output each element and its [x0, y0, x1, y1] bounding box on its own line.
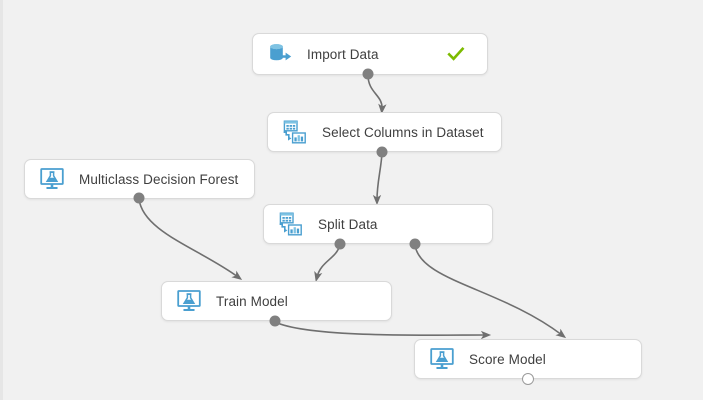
connection-edge[interactable]: [314, 244, 341, 282]
node-output-port[interactable]: [522, 373, 534, 385]
connection-edge[interactable]: [367, 74, 387, 115]
node-label: Multiclass Decision Forest: [79, 171, 239, 187]
table-columns-select-icon: [279, 212, 302, 236]
node-split-data[interactable]: Split Data: [263, 204, 493, 244]
node-output-port[interactable]: [334, 238, 346, 250]
node-output-port[interactable]: [269, 315, 281, 327]
model-monitor-flask-icon: [430, 348, 454, 369]
node-label: Split Data: [318, 216, 378, 232]
node-label: Score Model: [469, 351, 546, 367]
model-monitor-flask-icon: [40, 168, 64, 189]
canvas-left-edge: [0, 0, 3, 400]
green-check-icon: [447, 46, 465, 61]
model-monitor-flask-icon: [177, 290, 201, 311]
connection-edge[interactable]: [274, 321, 492, 340]
connection-edge[interactable]: [414, 244, 567, 339]
node-output-port[interactable]: [362, 68, 374, 80]
node-label: Import Data: [307, 46, 379, 62]
node-output-port[interactable]: [409, 238, 421, 250]
node-train-model[interactable]: Train Model: [161, 281, 392, 321]
node-output-port[interactable]: [376, 146, 388, 158]
database-export-icon: [270, 44, 292, 61]
node-output-port[interactable]: [133, 192, 145, 204]
node-label: Select Columns in Dataset: [322, 124, 484, 140]
node-score-model[interactable]: Score Model: [414, 339, 642, 379]
node-select-columns-in-dataset[interactable]: Select Columns in Dataset: [267, 112, 502, 152]
connection-edge[interactable]: [372, 152, 383, 206]
node-label: Train Model: [216, 293, 288, 309]
connection-edge[interactable]: [138, 198, 243, 281]
table-columns-select-icon: [283, 120, 306, 144]
